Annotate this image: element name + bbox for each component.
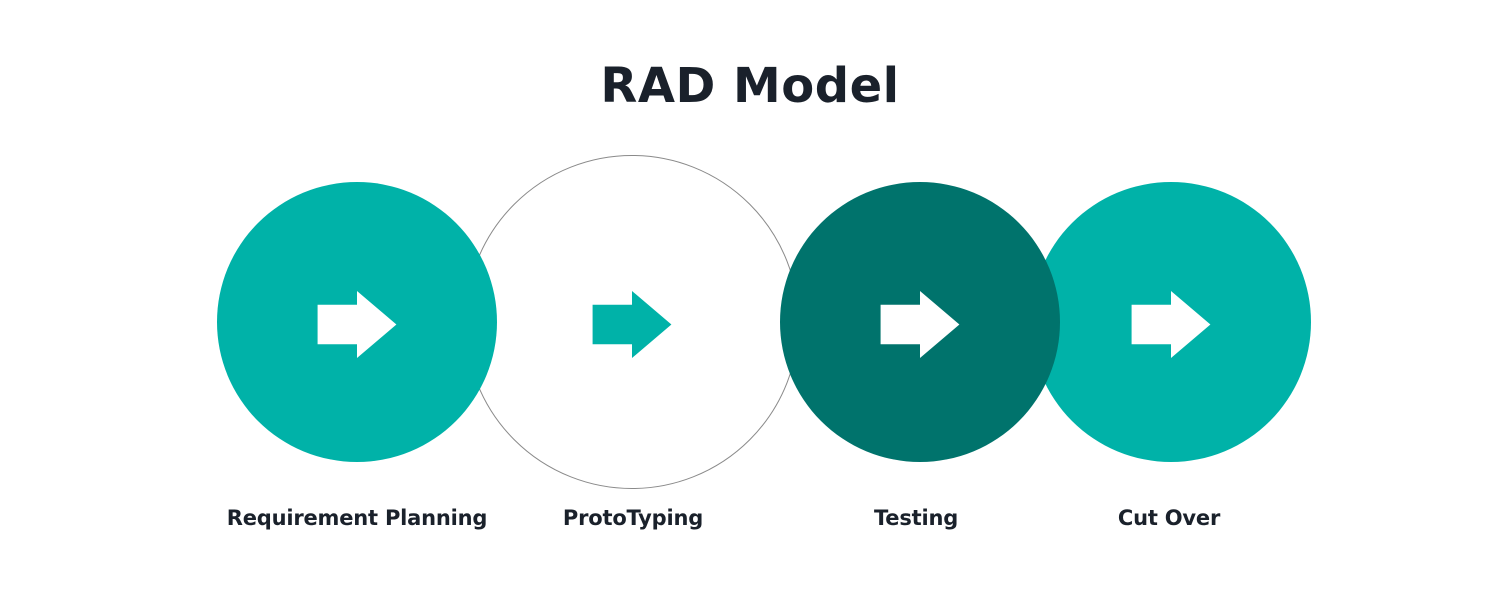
arrow-right-icon [880, 291, 960, 358]
stage-label-testing: Testing [873, 506, 959, 530]
stage-label-requirement-planning: Requirement Planning [226, 506, 488, 530]
arrow-right-icon [592, 291, 672, 358]
stage-circle-prototyping [465, 155, 799, 489]
stage-circle-requirement-planning [217, 182, 497, 462]
stage-label-prototyping: ProtoTyping [562, 506, 704, 530]
stage-circle-cut-over [1031, 182, 1311, 462]
stage-label-cut-over: Cut Over [1117, 506, 1221, 530]
arrow-right-icon [1131, 291, 1211, 358]
diagram-title: RAD Model [600, 58, 900, 114]
stage-circle-testing [780, 182, 1060, 462]
arrow-right-icon [317, 291, 397, 358]
